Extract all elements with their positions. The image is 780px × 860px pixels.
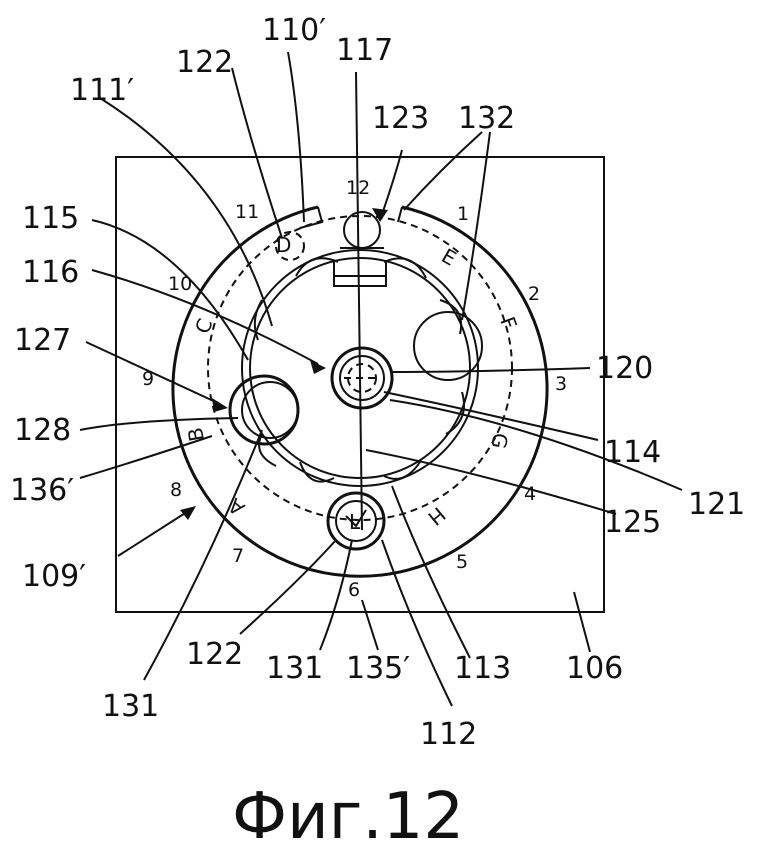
dial-letter-e: E xyxy=(438,244,461,271)
top-slot xyxy=(334,276,386,286)
leader-110p xyxy=(288,52,304,222)
dial-letter-a: A xyxy=(223,493,249,520)
ref-122-bottom: 122 xyxy=(186,637,243,672)
arrow-123 xyxy=(372,208,388,222)
leader-128 xyxy=(80,418,238,430)
dial-letter-l: L xyxy=(349,510,361,534)
leader-106 xyxy=(574,592,590,652)
arrow-116 xyxy=(310,360,326,374)
hour-mark-11: 11 xyxy=(235,201,259,223)
hour-mark-5: 5 xyxy=(456,551,468,573)
ref-116: 116 xyxy=(22,255,79,290)
ref-114: 114 xyxy=(604,435,661,470)
hour-mark-2: 2 xyxy=(528,283,540,305)
leader-135p xyxy=(362,600,378,650)
leader-122-bottom xyxy=(240,540,336,634)
left-ball-outer xyxy=(230,376,298,444)
figure-caption: Фиг.12 xyxy=(232,780,464,854)
hour-mark-10: 10 xyxy=(168,273,192,295)
axis-117-112 xyxy=(356,72,362,530)
ref-131-bottom: 131 xyxy=(266,651,323,686)
top-ball-123 xyxy=(344,212,380,248)
ref-113: 113 xyxy=(454,651,511,686)
dial-letter-c: C xyxy=(190,315,217,336)
ref-127: 127 xyxy=(14,323,71,358)
ref-120: 120 xyxy=(596,351,653,386)
ref-121: 121 xyxy=(688,487,745,522)
ref-132: 132 xyxy=(458,101,515,136)
ref-117: 117 xyxy=(336,33,393,68)
ref-110p: 110′ xyxy=(262,13,326,48)
leader-132-a xyxy=(404,132,482,210)
hour-mark-3: 3 xyxy=(555,373,567,395)
hour-mark-6: 6 xyxy=(348,579,360,601)
right-ball-132 xyxy=(414,312,482,380)
leader-132-b xyxy=(462,132,490,320)
leader-127 xyxy=(86,342,220,404)
ref-106: 106 xyxy=(566,651,623,686)
leader-125 xyxy=(366,450,616,514)
ref-131-left: 131 xyxy=(102,689,159,724)
ref-135p: 135′ xyxy=(346,651,410,686)
arrow-109p xyxy=(180,506,196,520)
ref-109p: 109′ xyxy=(22,559,86,594)
ref-136p: 136′ xyxy=(10,473,74,508)
ref-115: 115 xyxy=(22,201,79,236)
ref-123: 123 xyxy=(372,101,429,136)
ref-122-top: 122 xyxy=(176,45,233,80)
dial-letter-f: F xyxy=(495,314,521,333)
ref-128: 128 xyxy=(14,413,71,448)
ref-111p: 111′ xyxy=(70,73,134,108)
disc-notch-right xyxy=(398,207,402,222)
dial-letter-h: H xyxy=(423,502,450,530)
hour-mark-4: 4 xyxy=(524,483,536,505)
arrow-127 xyxy=(212,398,228,412)
hour-mark-12: 12 xyxy=(346,177,370,199)
dial-letter-d: D xyxy=(276,233,291,257)
leader-109p xyxy=(118,510,190,556)
dial-letter-g: G xyxy=(486,431,512,450)
hour-mark-7: 7 xyxy=(232,545,244,567)
ref-112: 112 xyxy=(420,717,477,752)
ref-125: 125 xyxy=(604,505,661,540)
hour-mark-1: 1 xyxy=(457,203,469,225)
hour-mark-8: 8 xyxy=(170,479,182,501)
